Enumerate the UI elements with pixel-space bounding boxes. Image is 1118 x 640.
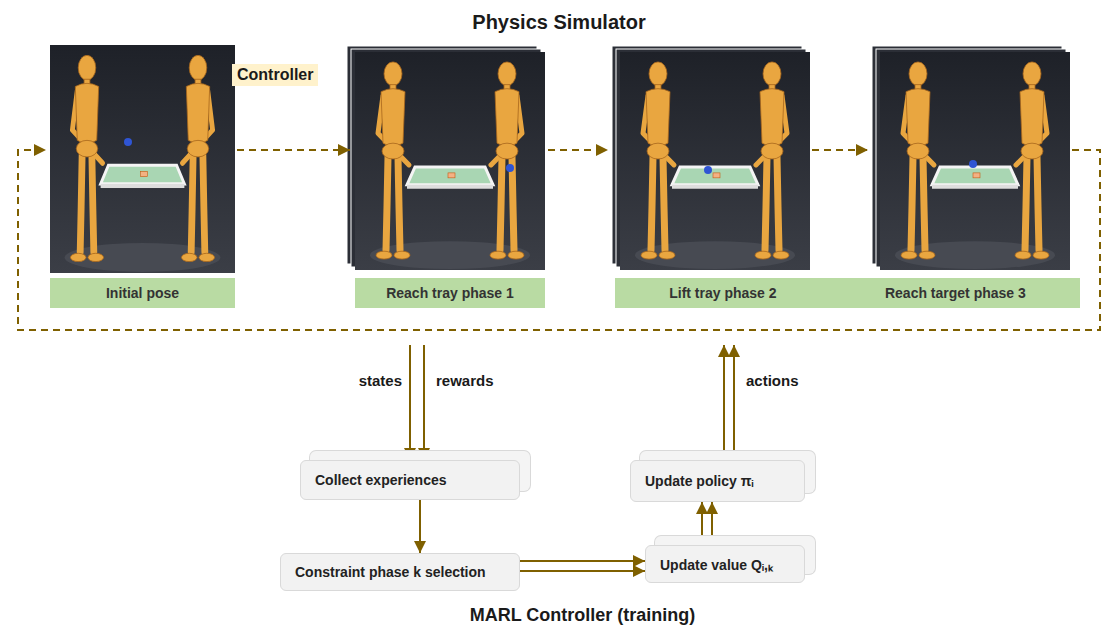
process-box: Update value Qᵢ,ₖ (645, 545, 805, 583)
process-label: Update value Qᵢ,ₖ (660, 555, 773, 574)
phase-label: Reach target phase 3 (885, 285, 1026, 301)
process-label: Constraint phase k selection (295, 564, 486, 580)
phase-band: Reach tray phase 1 (355, 278, 545, 308)
phase-band: Initial pose (50, 278, 235, 308)
phase-band: Lift tray phase 2 Reach target phase 3 (615, 278, 1080, 308)
process-label: Collect experiences (315, 472, 447, 488)
flow-label: Controller (232, 64, 318, 86)
panel-title: Physics Simulator (10, 5, 1108, 34)
process-label: Update policy πᵢ (645, 473, 753, 489)
flow-arrow (423, 345, 425, 460)
flow-arrow (520, 570, 645, 572)
flow-arrow (409, 345, 411, 460)
phase-label: Lift tray phase 2 (669, 285, 776, 301)
phase-label: Reach tray phase 1 (386, 285, 514, 301)
flow-arrow (723, 345, 725, 460)
simulator-panel: Physics SimulatorInitial pose Reach tray … (10, 5, 1108, 345)
flow-arrow (520, 560, 645, 562)
process-box: Constraint phase k selection (280, 553, 520, 591)
process-box: Collect experiences (300, 460, 520, 500)
edge-label: states (359, 372, 402, 389)
flow-arrow (711, 502, 713, 545)
flow-arrow (701, 502, 703, 545)
flow-arrow (419, 500, 421, 553)
panel-title: MARL Controller (training) (470, 605, 696, 626)
edge-label: rewards (436, 372, 494, 389)
process-box: Update policy πᵢ (630, 460, 805, 502)
marl-panel: MARL Controller (training) Collect experi… (260, 428, 905, 635)
edge-label: actions (746, 372, 799, 389)
phase-label: Initial pose (106, 285, 179, 301)
flow-arrow (733, 345, 735, 460)
